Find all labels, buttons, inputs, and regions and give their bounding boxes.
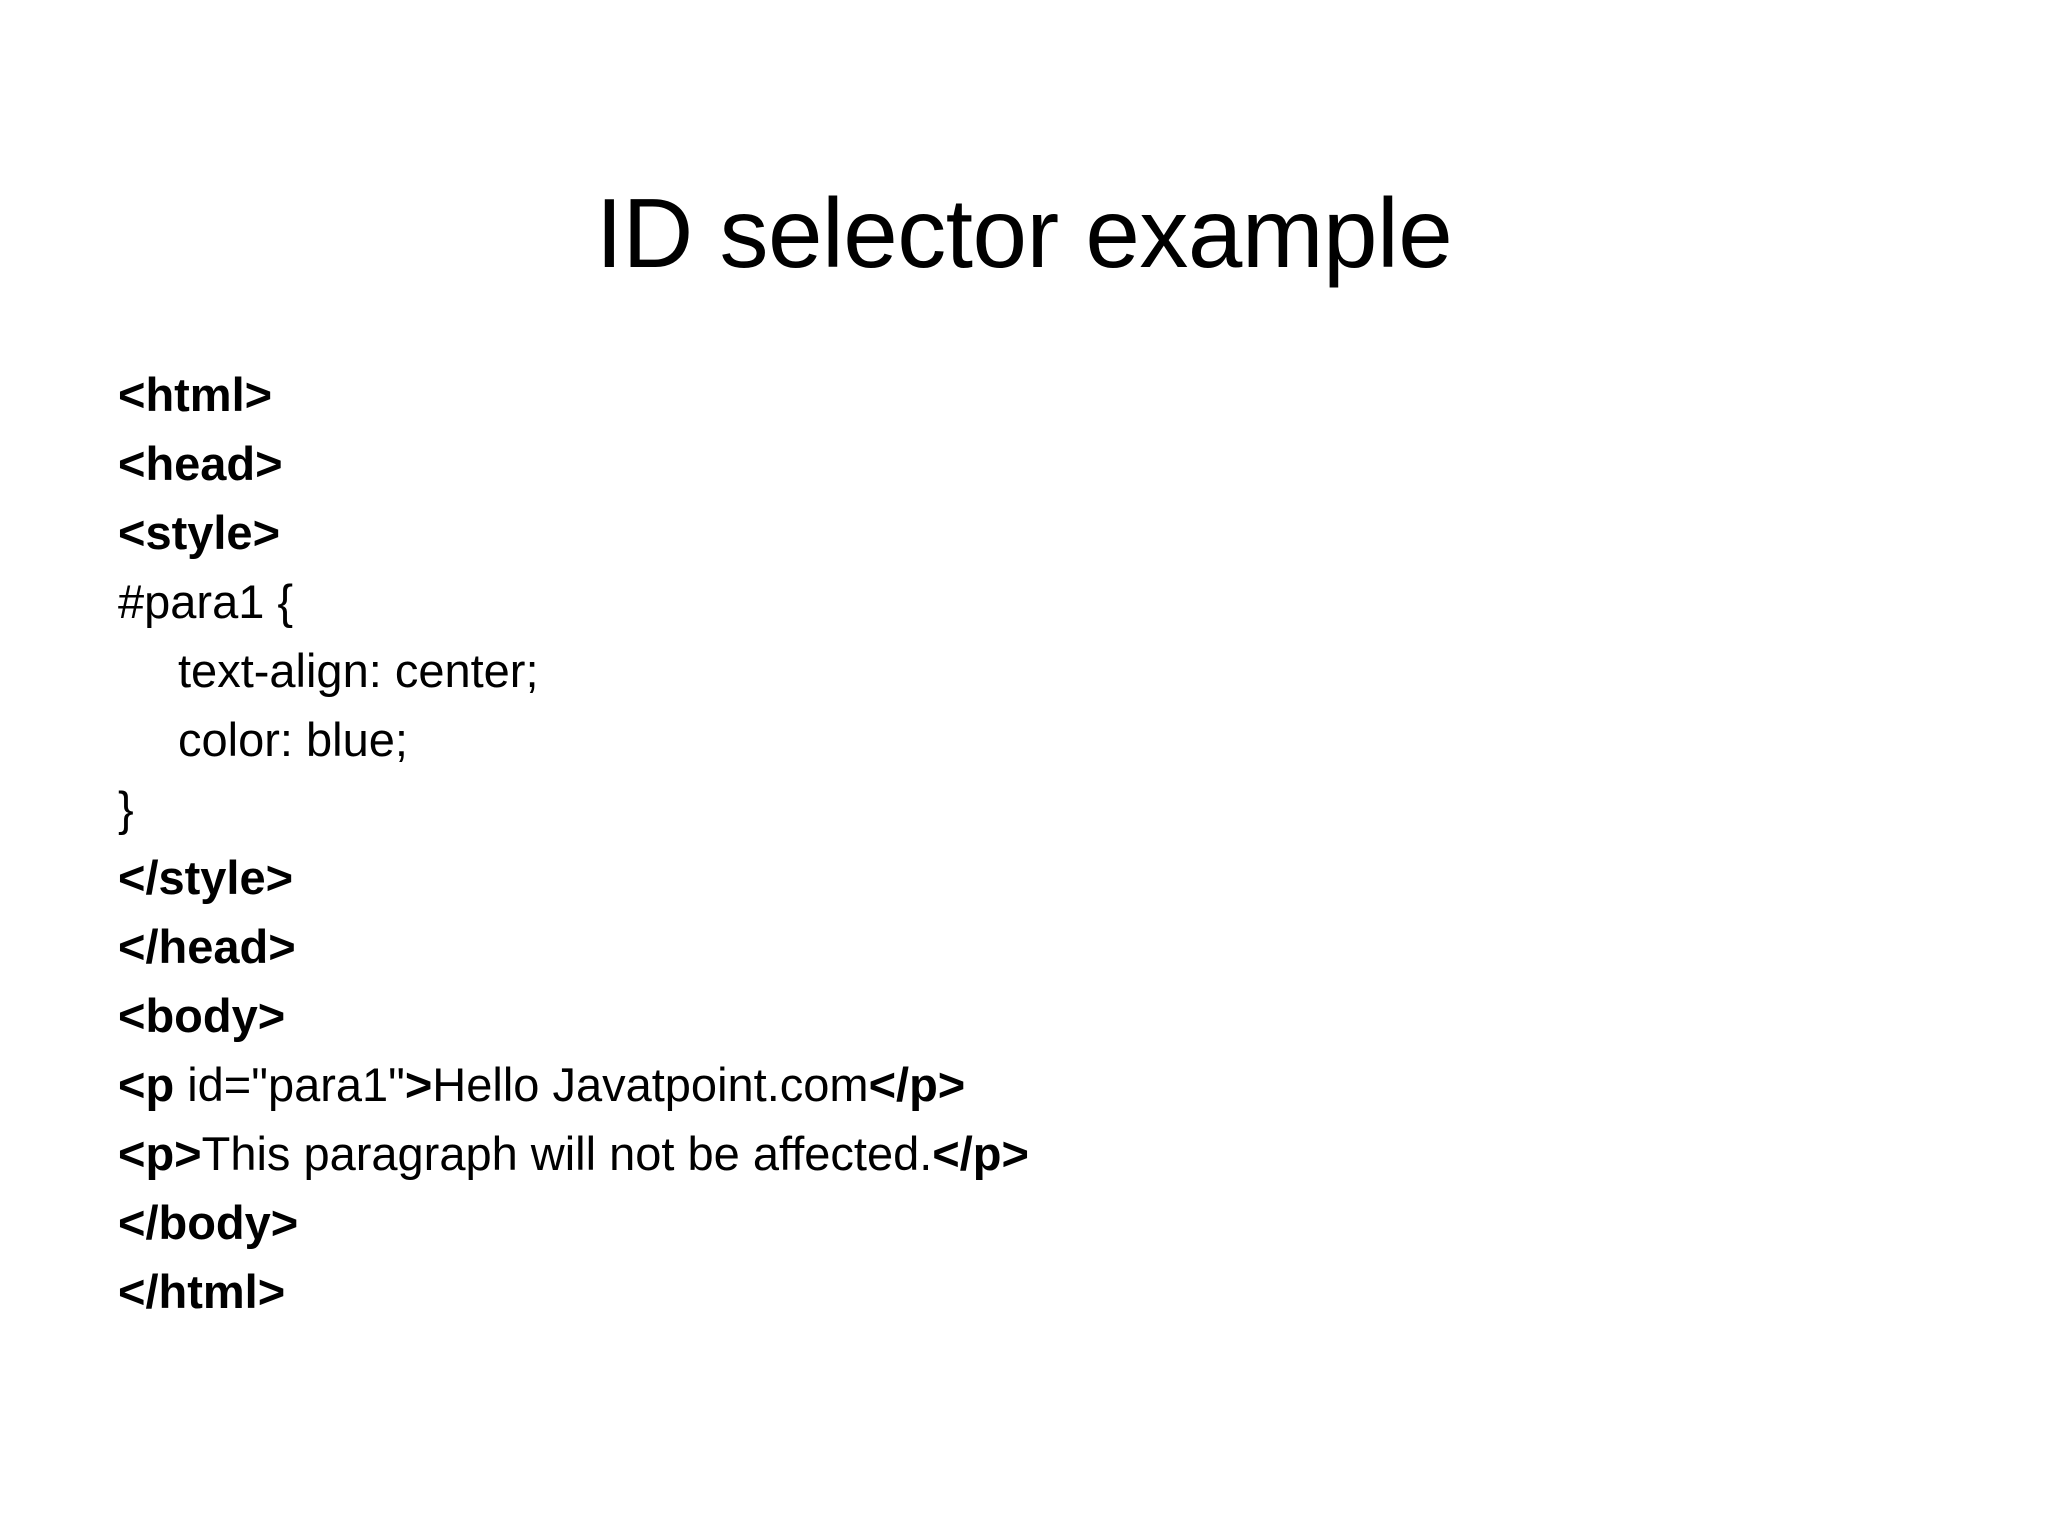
code-tag-text: </p> (868, 1058, 966, 1111)
code-tag-text: </body> (118, 1196, 299, 1249)
code-line: } (118, 774, 1918, 843)
code-tag-text: <style> (118, 506, 281, 559)
code-plain-text: text-align: center; (178, 644, 539, 697)
code-line: </body> (118, 1188, 1918, 1257)
code-line: </html> (118, 1257, 1918, 1326)
code-block: <html> <head> <style> #para1 { text-align: c… (118, 360, 1918, 1326)
code-plain-text: #para1 { (118, 575, 294, 628)
code-tag-text: </html> (118, 1265, 286, 1318)
code-line: </style> (118, 843, 1918, 912)
code-tag-text: <head> (118, 437, 283, 490)
code-line: <p id="para1">Hello Javatpoint.com</p> (118, 1050, 1918, 1119)
code-line: <head> (118, 429, 1918, 498)
code-tag-text: > (404, 1058, 433, 1111)
code-line: </head> (118, 912, 1918, 981)
page-title: ID selector example (595, 177, 1453, 288)
code-plain-text: color: blue; (178, 713, 408, 766)
code-line: color: blue; (118, 705, 1918, 774)
code-tag-text: </head> (118, 920, 296, 973)
code-line: #para1 { (118, 567, 1918, 636)
code-plain-text: } (118, 782, 134, 835)
code-line: <html> (118, 360, 1918, 429)
code-line: <p>This paragraph will not be affected.<… (118, 1119, 1918, 1188)
code-line: <body> (118, 981, 1918, 1050)
code-tag-text: </style> (118, 851, 294, 904)
code-plain-text: id="para1" (174, 1058, 405, 1111)
code-tag-text: <body> (118, 989, 286, 1042)
code-tag-text: <p (118, 1058, 175, 1111)
code-plain-text: This paragraph will not be affected. (201, 1127, 933, 1180)
code-tag-text: </p> (932, 1127, 1029, 1180)
code-tag-text: <p> (118, 1127, 202, 1180)
code-line: <style> (118, 498, 1918, 567)
code-plain-text: Hello Javatpoint.com (432, 1058, 869, 1111)
code-tag-text: <html> (118, 368, 273, 421)
code-line: text-align: center; (118, 636, 1918, 705)
